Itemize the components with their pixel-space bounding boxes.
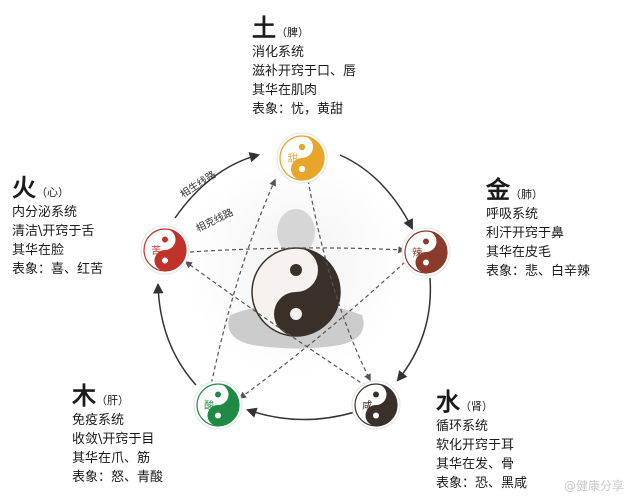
metal-line: 其华在皮毛 bbox=[486, 245, 552, 260]
fire-taiji-dot-dark bbox=[162, 236, 168, 243]
fire-taiji-icon: 苦 bbox=[140, 225, 190, 275]
earth-line: 其华在肌肉 bbox=[252, 83, 318, 98]
fire-line: 清洁\开窍于舌 bbox=[12, 224, 95, 239]
center-taiji-symbol bbox=[251, 247, 341, 337]
metal-taste-label: 辣 bbox=[412, 246, 422, 259]
fire-info: 火（心） 内分泌系统 清洁\开窍于舌 其华在脸 表象：喜、红苦 bbox=[12, 176, 104, 279]
water-line: 软化开窍于耳 bbox=[436, 438, 515, 453]
fire-organ: （心） bbox=[36, 186, 69, 199]
water-organ: （肾） bbox=[460, 400, 493, 413]
water-taiji-dot-dark bbox=[373, 391, 379, 398]
metal-line: 呼吸系统 bbox=[486, 207, 539, 222]
earth-taste-label: 甜 bbox=[288, 152, 298, 165]
generating-cycle-arrows bbox=[153, 152, 432, 421]
earth-line: 消化系统 bbox=[252, 45, 305, 60]
restraining-cycle-arrows bbox=[184, 178, 406, 399]
metal-taiji-icon: 辣 bbox=[401, 227, 451, 277]
metal-line: 表象：悲、白辛辣 bbox=[486, 264, 591, 279]
wood-info: 木（肝） 免疫系统 收敛\开窍于目 其华在爪、筋 表象：怒、青酸 bbox=[72, 384, 164, 487]
water-info: 水（肾） 循环系统 软化开窍于耳 其华在发、骨 表象：恐、黑咸 bbox=[436, 390, 528, 493]
water-line: 表象：恐、黑咸 bbox=[436, 476, 528, 491]
wood-taste-label: 酸 bbox=[204, 399, 214, 412]
metal-line: 利汗开窍于鼻 bbox=[486, 226, 565, 241]
fire-line: 内分泌系统 bbox=[12, 205, 78, 220]
wood-taiji-dot-light bbox=[215, 412, 221, 419]
water-taiji-icon: 咸 bbox=[351, 380, 401, 430]
wood-organ: （肝） bbox=[96, 394, 129, 407]
wood-line: 收敛\开窍于目 bbox=[72, 432, 155, 447]
wood-taiji-dot-dark bbox=[215, 391, 221, 398]
metal-taiji-dot-dark bbox=[423, 238, 429, 245]
metal-organ: （肺） bbox=[510, 188, 543, 201]
fire-taiji-dot-light bbox=[162, 257, 168, 264]
water-taste-label: 咸 bbox=[362, 400, 372, 412]
wood-taiji-icon: 酸 bbox=[193, 380, 243, 430]
wood-line: 表象：怒、青酸 bbox=[72, 470, 164, 485]
earth-element-name: 土 bbox=[252, 13, 276, 42]
watermark: @健康分享 bbox=[563, 479, 624, 493]
water-line: 循环系统 bbox=[436, 419, 489, 434]
earth-line: 表象：忧，黄甜 bbox=[252, 102, 344, 117]
wood-line: 其华在爪、筋 bbox=[72, 451, 151, 466]
wood-element-name: 木 bbox=[72, 381, 96, 410]
earth-line: 滋补开窍于口、唇 bbox=[252, 64, 357, 79]
metal-info: 金（肺） 呼吸系统 利汗开窍于鼻 其华在皮毛 表象：悲、白辛辣 bbox=[486, 178, 591, 281]
earth-taiji-icon: 甜 bbox=[276, 132, 328, 184]
earth-info: 土（脾） 消化系统 滋补开窍于口、唇 其华在肌肉 表象：忧，黄甜 bbox=[252, 16, 357, 119]
earth-organ: （脾） bbox=[276, 26, 309, 39]
fire-line: 其华在脸 bbox=[12, 243, 65, 258]
fire-element-name: 火 bbox=[12, 173, 36, 202]
water-taiji-dot-light bbox=[373, 412, 379, 419]
earth-taiji-dot-light bbox=[298, 165, 306, 173]
water-line: 其华在发、骨 bbox=[436, 457, 515, 472]
fire-line: 表象：喜、红苦 bbox=[12, 262, 104, 277]
water-element-name: 水 bbox=[436, 387, 460, 416]
earth-taiji-dot-dark bbox=[298, 143, 306, 151]
fire-taste-label: 苦 bbox=[151, 244, 161, 257]
wood-line: 免疫系统 bbox=[72, 413, 125, 428]
metal-element-name: 金 bbox=[486, 175, 510, 204]
metal-taiji-dot-light bbox=[423, 259, 429, 266]
